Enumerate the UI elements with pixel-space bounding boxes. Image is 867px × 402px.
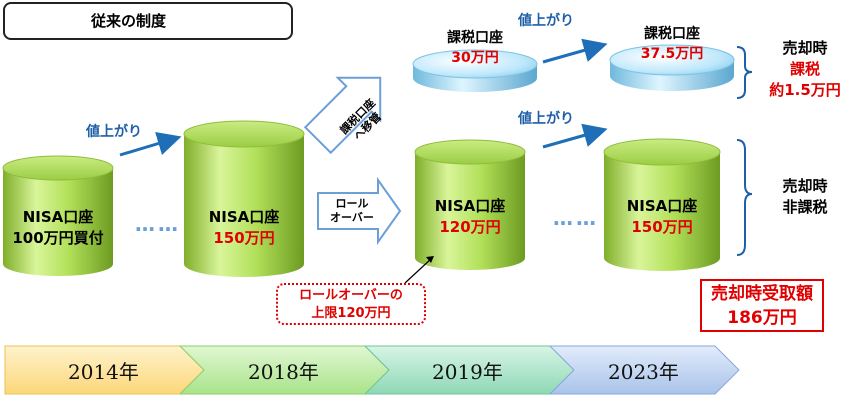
- disk-1-amount: 30万円: [451, 50, 499, 66]
- price-up-label-2: 値上がり: [518, 13, 574, 29]
- timeline-label-2023: 2023年: [608, 360, 679, 384]
- cylinder-2014-amount: 100万円買付: [12, 229, 104, 247]
- timeline-label-2019: 2019年: [432, 360, 503, 384]
- timeline-label-2018: 2018年: [248, 360, 319, 384]
- brace-taxed: [736, 46, 753, 99]
- header-title: 従来の制度: [91, 12, 167, 30]
- cylinder-2018-label: NISA口座 150万円: [184, 207, 304, 249]
- cylinder-2019-account: NISA口座: [434, 197, 506, 215]
- disk-2-label: 課税口座 37.5万円: [610, 24, 734, 64]
- cylinder-2023-label: NISA口座 150万円: [604, 196, 720, 238]
- cylinder-2018-amount: 150万円: [213, 229, 275, 247]
- rollover-limit-line2: 上限120万円: [311, 306, 391, 321]
- ellipsis-1: ……: [135, 212, 181, 236]
- cylinder-2019-label: NISA口座 120万円: [415, 196, 525, 238]
- rollover-limit-note: ロールオーバーの 上限120万円: [276, 283, 426, 325]
- cylinder-2014: [2, 155, 114, 276]
- cylinder-2023-amount: 150万円: [631, 218, 693, 236]
- untaxed-note-line2: 非課税: [782, 198, 828, 216]
- untaxed-note-line1: 売却時: [782, 177, 828, 195]
- sale-total-amount: 186万円: [727, 308, 797, 328]
- cylinder-2019: [414, 139, 526, 270]
- taxed-note-line2: 課税: [789, 60, 820, 78]
- disk-1-account: 課税口座: [447, 30, 503, 46]
- price-up-arrow-2: [542, 38, 608, 64]
- disk-2-amount: 37.5万円: [640, 46, 704, 62]
- cylinder-2014-account: NISA口座: [22, 208, 94, 226]
- taxed-note-line3: 約1.5万円: [769, 81, 841, 99]
- cylinder-2019-amount: 120万円: [439, 218, 501, 236]
- header-box: 従来の制度: [3, 2, 293, 40]
- price-up-arrow-3: [542, 123, 608, 149]
- taxable-disk-2: [609, 44, 735, 91]
- sale-total-label: 売却時受取額: [711, 284, 813, 304]
- limit-pointer: [404, 257, 433, 284]
- cylinder-2014-label: NISA口座 100万円買付: [3, 207, 113, 249]
- disk-2-account: 課税口座: [644, 26, 700, 42]
- untaxed-note: 売却時 非課税: [760, 176, 850, 218]
- taxed-note-line1: 売却時: [782, 39, 828, 57]
- brace-untaxed: [736, 139, 753, 256]
- timeline-segment-2023: [548, 345, 740, 395]
- taxable-disk-1: [412, 49, 538, 92]
- cylinder-2023-account: NISA口座: [626, 197, 698, 215]
- cylinder-2018: [183, 120, 305, 277]
- disk-1-label: 課税口座 30万円: [413, 28, 537, 68]
- rollover-arrow-text: ロール オーバー: [322, 197, 382, 225]
- ellipsis-2: ……: [553, 206, 599, 230]
- rollover-text-line2: オーバー: [330, 211, 374, 224]
- rollover-text-line1: ロール: [335, 197, 369, 210]
- taxed-note: 売却時 課税 約1.5万円: [760, 38, 850, 101]
- cylinder-2023: [603, 138, 721, 271]
- cylinder-2018-account: NISA口座: [208, 208, 280, 226]
- timeline-label-2014: 2014年: [68, 360, 139, 384]
- rollover-arrow: [317, 176, 402, 246]
- rollover-limit-line1: ロールオーバーの: [299, 288, 403, 303]
- price-up-label-3: 値上がり: [518, 111, 574, 127]
- price-up-arrow-1: [119, 131, 182, 157]
- transfer-arrow: [303, 76, 382, 155]
- price-up-label-1: 値上がり: [86, 124, 142, 140]
- sale-total-box: 売却時受取額 186万円: [700, 279, 824, 332]
